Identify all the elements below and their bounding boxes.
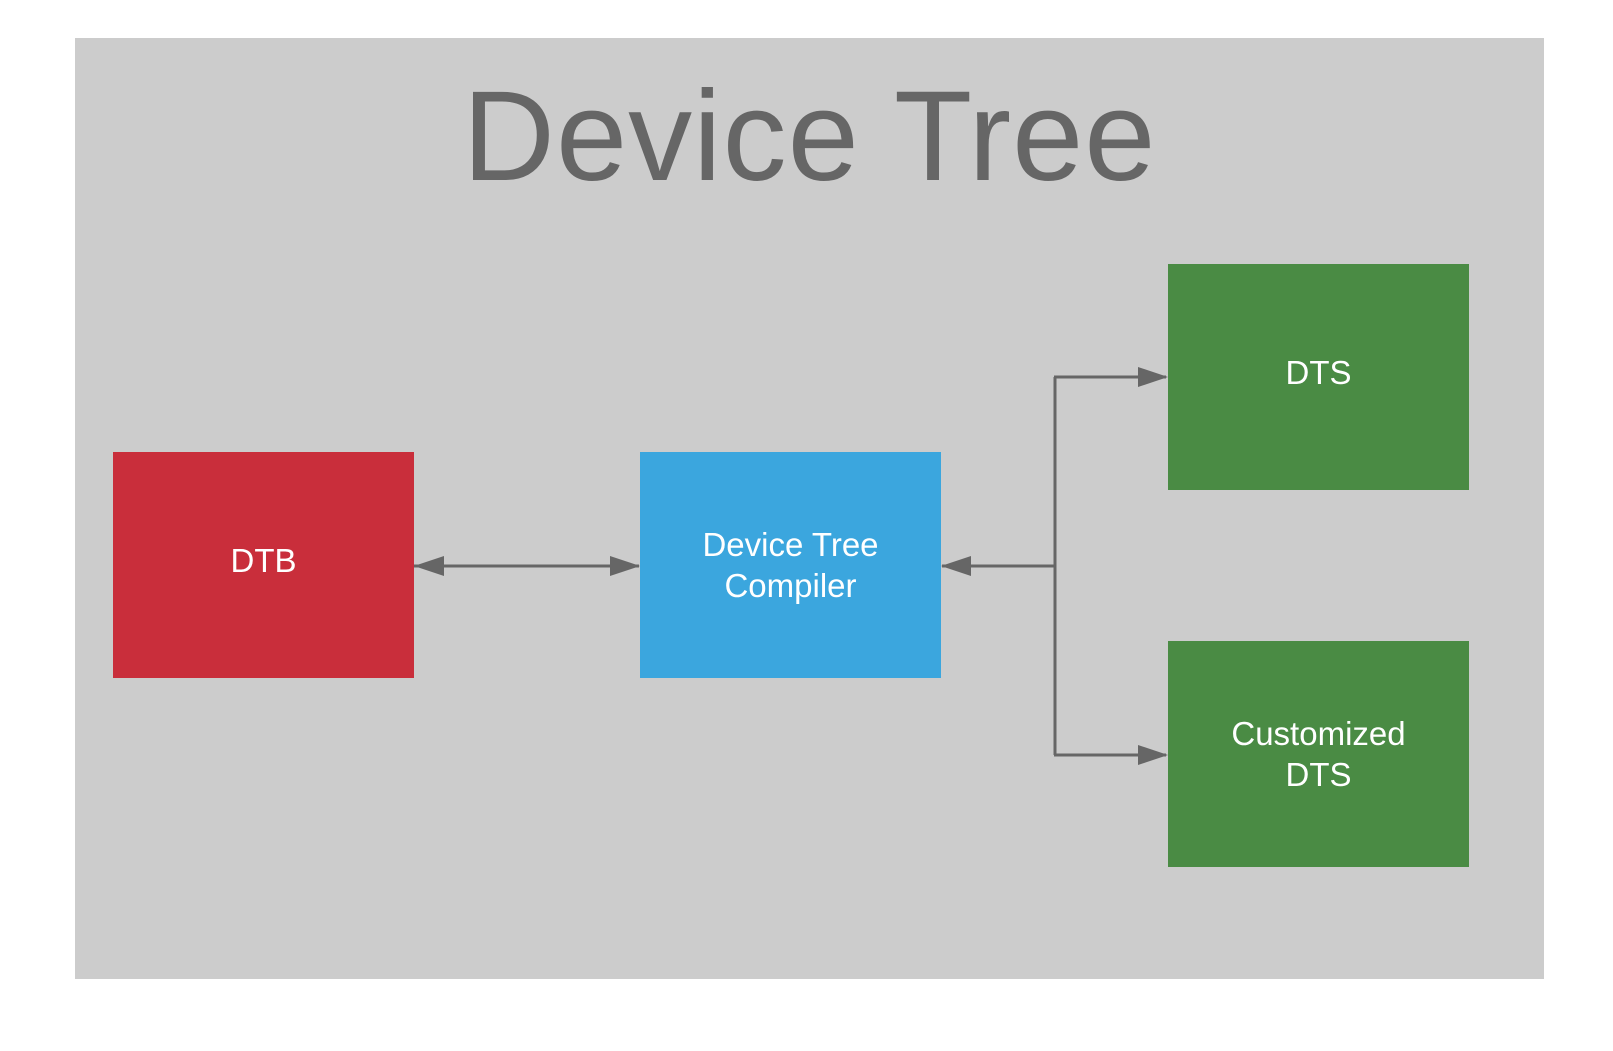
diagram-title: Device Tree xyxy=(462,65,1157,208)
arrowhead-customized-dts xyxy=(1138,745,1168,765)
arrowhead-dtb-left xyxy=(414,556,444,576)
node-dtb-label: DTB xyxy=(230,541,297,579)
node-customized-dts-label-line2: DTS xyxy=(1285,756,1352,793)
node-customized-dts: Customized DTS xyxy=(1168,641,1469,867)
arrowhead-compiler-right xyxy=(941,556,971,576)
arrowhead-compiler-left xyxy=(610,556,640,576)
node-dts: DTS xyxy=(1168,264,1469,490)
arrowhead-dts xyxy=(1138,367,1168,387)
node-customized-dts-label-line1: Customized xyxy=(1231,715,1406,752)
node-dts-label: DTS xyxy=(1285,353,1352,391)
node-compiler-label-line1: Device Tree xyxy=(702,526,879,563)
node-compiler-label-line2: Compiler xyxy=(724,567,857,604)
node-dtb: DTB xyxy=(113,452,414,678)
node-device-tree-compiler: Device Tree Compiler xyxy=(640,452,941,678)
